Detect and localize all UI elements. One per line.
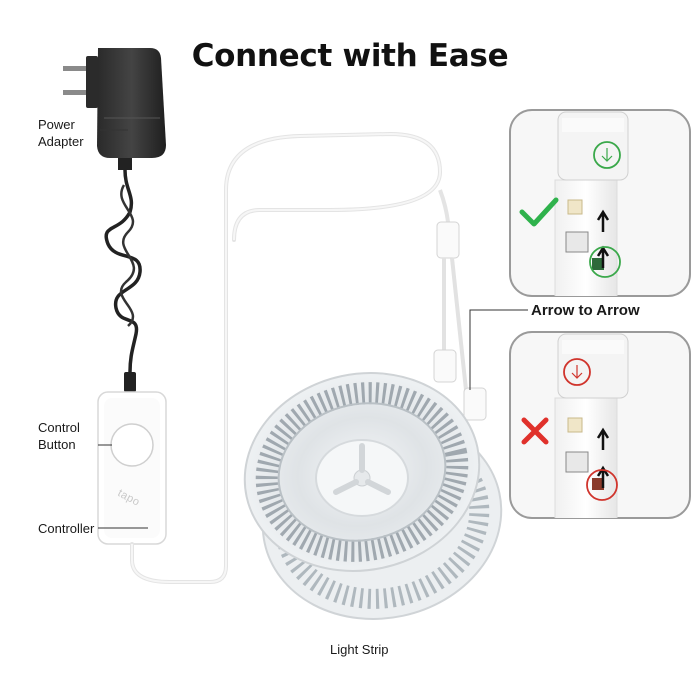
title: Connect with Ease — [191, 38, 509, 74]
cross-icon — [521, 417, 549, 445]
strip-connector-2 — [463, 387, 487, 421]
control-button-label: Control Button — [38, 419, 80, 453]
control-button-label-line1: Control — [38, 420, 80, 435]
incorrect-arrow-circle-bottom — [586, 469, 618, 501]
controller — [97, 391, 167, 545]
correct-connection-panel — [509, 109, 691, 297]
control-button[interactable] — [110, 423, 154, 467]
power-adapter — [63, 48, 166, 170]
light-strip-label: Light Strip — [330, 642, 389, 657]
splitter-connector — [436, 221, 460, 259]
correct-arrow-circle-bottom — [589, 246, 621, 278]
control-button-label-line2: Button — [38, 437, 76, 452]
light-strip-reel-front — [243, 372, 481, 572]
strip-connector-1 — [433, 349, 457, 383]
incorrect-connection-panel — [509, 331, 691, 519]
power-adapter-label-line1: Power — [38, 117, 75, 132]
controller-label: Controller — [38, 521, 95, 536]
checkmark-icon — [519, 197, 559, 227]
incorrect-arrow-circle-top — [563, 358, 591, 386]
correct-arrow-circle-top — [593, 141, 621, 169]
power-adapter-label: Power Adapter — [38, 116, 84, 150]
arrow-to-arrow-label: Arrow to Arrow — [531, 302, 640, 319]
power-adapter-label-line2: Adapter — [38, 134, 84, 149]
